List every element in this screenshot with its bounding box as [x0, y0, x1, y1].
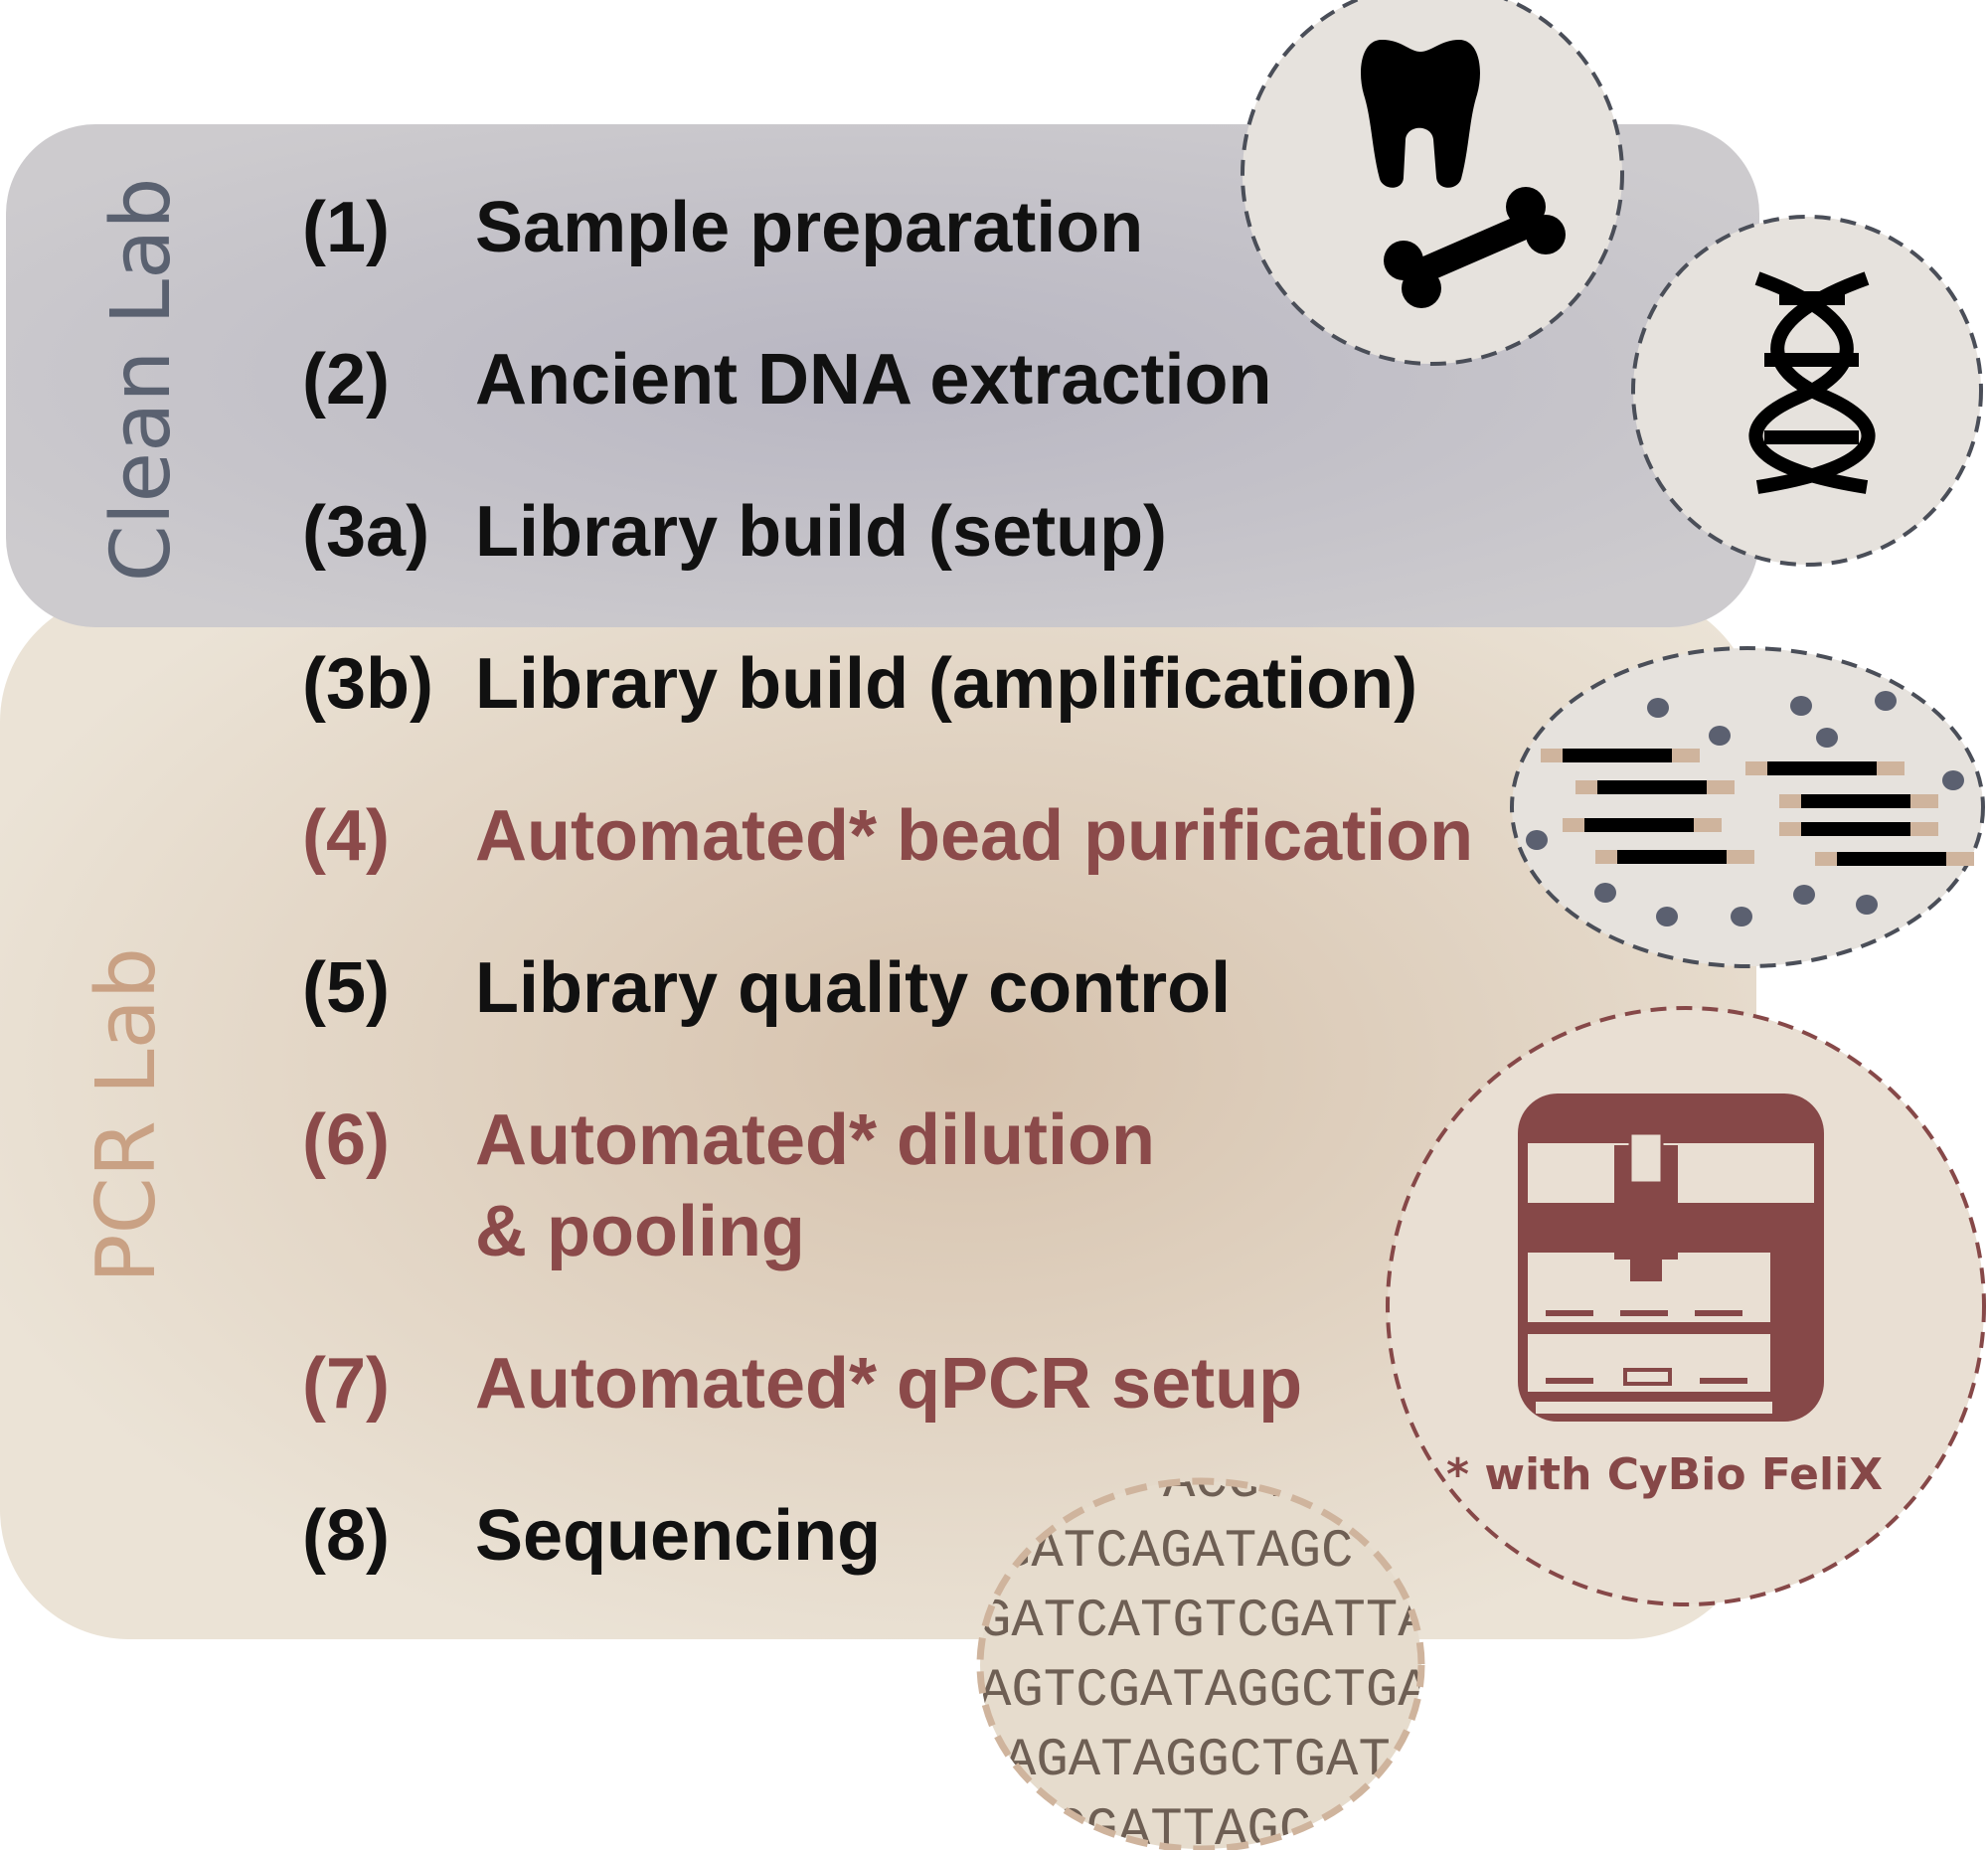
- beads-icon: [1526, 691, 1974, 926]
- step-label: Ancient DNA extraction: [475, 340, 1271, 420]
- step-label: Automated* dilution: [475, 1100, 1155, 1180]
- bead: [1856, 895, 1878, 915]
- step-6: (5) Library quality control: [302, 948, 1231, 1028]
- dna-fragment: [1767, 761, 1877, 775]
- sequence-circle: ACGTAGATCAGATAGCGATCATGTCGATTAAGTCGATAGG…: [976, 1477, 1430, 1850]
- dna-fragment: [1837, 852, 1946, 866]
- step-label-line2: & pooling: [475, 1192, 805, 1271]
- bead: [1875, 691, 1897, 711]
- pcr-lab-panel: [0, 592, 1756, 1639]
- beads-circle: [1510, 646, 1985, 968]
- pcr-lab-label: PCR Lab: [80, 947, 174, 1283]
- step-number: (5): [302, 948, 390, 1028]
- step-number: (8): [302, 1496, 390, 1576]
- felix-circle: * with CyBio FeliX: [1386, 1006, 1986, 1606]
- step-number: (2): [302, 340, 390, 420]
- dna-fragment: [1801, 822, 1910, 836]
- bead: [1656, 907, 1678, 926]
- step-9: (8) Sequencing: [302, 1496, 881, 1576]
- sequence-line: AGATAGGCTGAT: [1004, 1731, 1391, 1791]
- bead: [1731, 907, 1752, 926]
- step-label: Automated* bead purification: [475, 796, 1473, 876]
- dna-fragment: [1801, 794, 1910, 808]
- step-5: (4) Automated* bead purification: [302, 796, 1473, 876]
- tooth-icon: [1361, 40, 1480, 188]
- bead: [1816, 728, 1838, 748]
- liquid-handler-robot-icon: [1518, 1093, 1824, 1422]
- bead: [1526, 830, 1548, 850]
- sequence-line: GATCATGTCGATTA: [979, 1592, 1430, 1652]
- step-label: Automated* qPCR setup: [475, 1344, 1302, 1424]
- step-number: (4): [302, 796, 390, 876]
- sequence-line: AGTCGATAGGCTGA: [979, 1661, 1430, 1722]
- dna-fragment: [1617, 850, 1727, 864]
- dna-helix-icon: [1748, 271, 1876, 494]
- step-number: (3a): [302, 492, 429, 572]
- felix-footnote: * with CyBio FeliX: [1446, 1449, 1883, 1500]
- step-number: (1): [302, 188, 390, 267]
- tooth-bone-circle: [1241, 0, 1624, 366]
- bead: [1647, 698, 1669, 718]
- step-2: (2) Ancient DNA extraction: [302, 340, 1271, 420]
- step-label: Library build (setup): [475, 492, 1167, 572]
- step-7: (6) Automated* dilution & pooling: [302, 1100, 1155, 1271]
- bone-icon: [1384, 187, 1566, 308]
- dna-fragment: [1563, 749, 1672, 762]
- step-4: (3b) Library build (amplification): [302, 644, 1417, 724]
- step-1: (1) Sample preparation: [302, 188, 1143, 267]
- step-number: (3b): [302, 644, 433, 724]
- dna-fragment: [1597, 780, 1707, 794]
- dna-circle: [1631, 215, 1983, 567]
- step-label: Sample preparation: [475, 188, 1143, 267]
- sequence-line: GATCAGATAGC: [999, 1522, 1353, 1583]
- step-label: Library quality control: [475, 948, 1231, 1028]
- bead: [1594, 883, 1616, 903]
- step-8: (7) Automated* qPCR setup: [302, 1344, 1302, 1424]
- bead: [1709, 726, 1731, 746]
- bead: [1793, 885, 1815, 905]
- step-label: Library build (amplification): [475, 644, 1417, 724]
- step-number: (7): [302, 1344, 390, 1424]
- step-label: Sequencing: [475, 1496, 881, 1576]
- step-3: (3a) Library build (setup): [302, 492, 1167, 572]
- dna-fragment: [1584, 818, 1694, 832]
- bead: [1790, 696, 1812, 716]
- steps-list: (1) Sample preparation (2) Ancient DNA extr…: [302, 188, 1473, 1576]
- step-number: (6): [302, 1100, 390, 1180]
- clean-lab-label: Clean Lab: [94, 178, 189, 583]
- bead: [1942, 770, 1964, 790]
